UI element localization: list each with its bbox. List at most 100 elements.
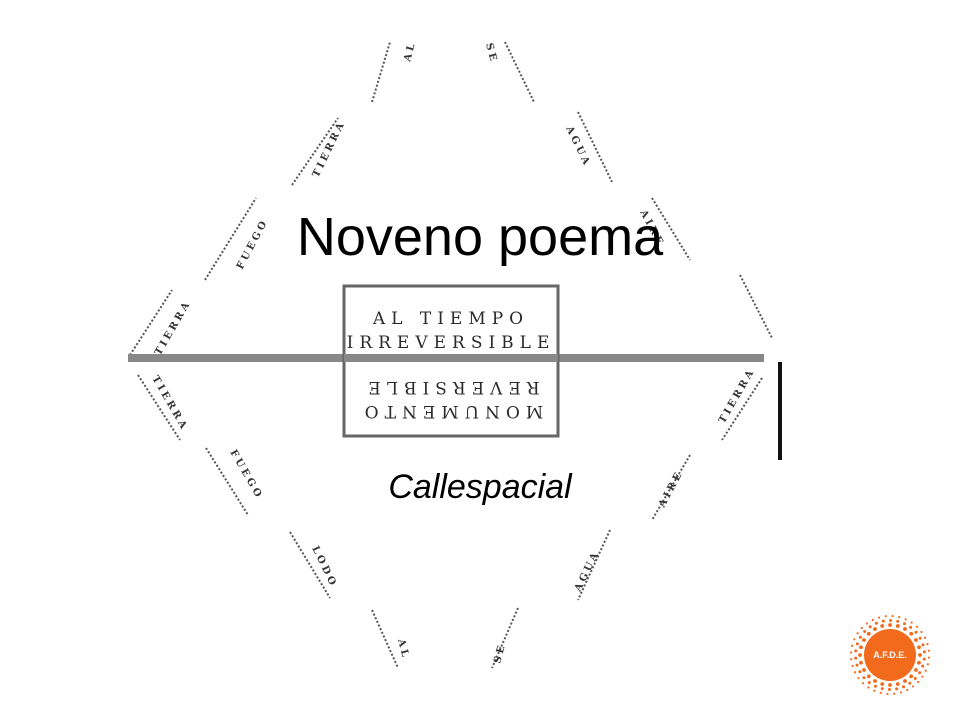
sun-ray-dot (898, 616, 901, 619)
sun-ray-dot (914, 668, 918, 672)
sun-ray-dot (851, 664, 854, 668)
sun-ray-dot (896, 619, 900, 623)
sun-ray-dot (917, 680, 920, 684)
sun-ray-dot (863, 630, 867, 634)
poem-strokes (129, 41, 773, 669)
sun-ray-dot (908, 681, 912, 685)
box-top-line-2: IRREVERSIBLE (347, 333, 556, 353)
sun-ray-dot (917, 645, 921, 650)
sun-ray-dot (862, 676, 866, 680)
sun-ray-dot (851, 644, 854, 647)
sun-ray-dot (867, 686, 870, 689)
sun-ray-dot (873, 627, 877, 631)
sun-ray-dot (891, 614, 894, 618)
sun-ray-dot (903, 622, 907, 626)
sun-ray-dot (926, 663, 929, 666)
sun-ray-dot (871, 618, 874, 622)
sun-ray-dot (889, 619, 893, 623)
sun-ray-dot (867, 681, 871, 685)
sun-ray-dot (909, 674, 914, 679)
poem-word: AGUA (572, 549, 602, 595)
sun-ray-dot (860, 626, 863, 630)
sun-ray-dot (853, 671, 857, 674)
sun-ray-dot (880, 624, 885, 628)
sun-ray-dot (887, 687, 891, 691)
sun-rays-icon (849, 614, 931, 696)
sun-ray-dot (854, 656, 858, 660)
sun-ray-dot (906, 688, 909, 692)
box-bottom-line-2: MONUMENTO (359, 401, 544, 421)
sun-ray-dot (888, 623, 892, 627)
sun-ray-dot (853, 638, 856, 641)
slide-title: Noveno poema (296, 207, 664, 267)
afde-logo: A.F.D.E. (849, 614, 931, 696)
poem-word: TIERRA (311, 119, 348, 180)
sun-ray-dot (922, 657, 926, 661)
sun-ray-dot (924, 669, 927, 672)
logo-label: A.F.D.E. (873, 650, 907, 660)
sun-ray-dot (921, 675, 924, 678)
sun-ray-dot (914, 630, 918, 634)
sun-ray-dot (926, 642, 929, 646)
sun-ray-dot (879, 691, 882, 694)
poem-word: AL (395, 637, 411, 661)
sun-ray-dot (915, 625, 919, 628)
sun-ray-dot (855, 663, 859, 667)
sun-ray-dot (918, 653, 922, 657)
sun-ray-dot (911, 685, 915, 688)
sun-ray-dot (850, 658, 853, 661)
sun-ray-dot (909, 631, 914, 636)
central-box-axis (344, 354, 558, 362)
sun-ray-dot (862, 638, 866, 642)
sun-ray-dot (866, 631, 871, 636)
sun-ray-dot (910, 621, 913, 624)
sun-ray-dot (873, 679, 877, 683)
poem-word: AL (402, 40, 418, 64)
sun-ray-dot (903, 679, 907, 683)
sun-ray-dot (913, 676, 917, 680)
poem-word: TIERRA (153, 298, 194, 357)
right-vertical-bar (778, 362, 782, 460)
sun-ray-dot (856, 632, 859, 635)
sun-ray-dot (861, 682, 865, 685)
sun-ray-dot (884, 615, 887, 618)
box-top-line-1: AL TIEMPO (372, 309, 529, 329)
sun-ray-dot (880, 687, 884, 691)
sun-ray-dot (903, 627, 907, 631)
sun-ray-dot (902, 685, 906, 689)
sun-ray-dot (854, 649, 858, 653)
poem-word: SE (492, 642, 508, 665)
sun-ray-dot (859, 645, 863, 650)
poem-word: LODO (309, 544, 339, 589)
sun-ray-dot (862, 668, 866, 672)
sun-ray-dot (893, 692, 896, 695)
sun-ray-dot (918, 671, 922, 675)
sun-ray-dot (927, 656, 931, 659)
sun-ray-dot (922, 650, 926, 654)
sun-ray-dot (918, 636, 922, 640)
sun-ray-dot (917, 660, 921, 665)
sun-ray-dot (865, 622, 869, 625)
slide-author: Callespacial (388, 468, 572, 506)
logo-disc (864, 629, 916, 681)
sun-ray-dot (914, 638, 918, 642)
sun-ray-dot (899, 691, 903, 694)
sun-ray-dot (886, 692, 889, 696)
poem-word: AGUA (563, 124, 593, 170)
sun-ray-dot (866, 674, 871, 679)
sun-ray-dot (873, 684, 877, 688)
sun-ray-dot (927, 649, 930, 652)
sun-ray-dot (859, 660, 863, 665)
sun-ray-dot (923, 636, 927, 639)
sun-ray-dot (881, 619, 885, 623)
sun-ray-dot (868, 625, 872, 629)
sun-ray-dot (857, 676, 860, 680)
sun-ray-dot (873, 689, 876, 692)
sun-ray-dot (895, 624, 900, 628)
sun-ray-dot (880, 682, 885, 686)
sun-ray-dot (895, 687, 899, 691)
sun-ray-dot (921, 643, 925, 647)
poem-word: SE (483, 42, 499, 65)
